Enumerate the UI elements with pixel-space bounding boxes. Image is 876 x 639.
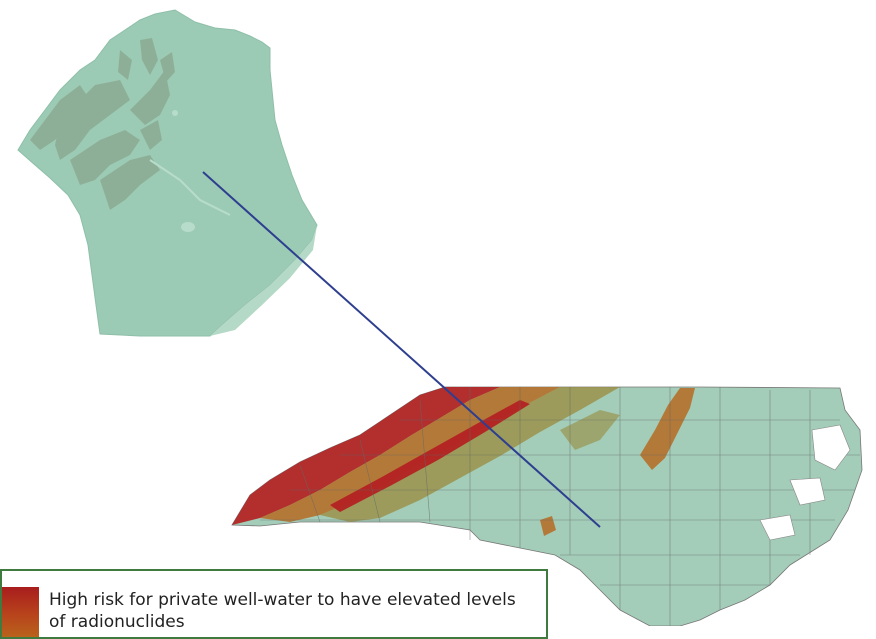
risk-zones xyxy=(232,387,695,536)
risk-zone-red-stripe xyxy=(330,400,530,512)
inset-river xyxy=(149,159,231,216)
inset-lake xyxy=(181,222,195,232)
county-boundaries xyxy=(260,387,860,626)
risk-zone-brown-small xyxy=(540,516,556,536)
risk-zone-brown-central xyxy=(640,388,695,470)
county-inset xyxy=(17,9,318,337)
risk-zone-red-west xyxy=(232,387,500,525)
legend-box: High risk for private well-water to have… xyxy=(0,569,548,639)
inset-connector-line xyxy=(202,171,601,528)
inset-lake-small xyxy=(172,110,178,116)
legend-text: High risk for private well-water to have… xyxy=(49,590,516,632)
inset-geology-zones xyxy=(30,38,175,210)
legend-swatch xyxy=(2,587,39,637)
map-canvas xyxy=(17,9,863,626)
coastal-sounds xyxy=(759,424,851,541)
north-carolina-state xyxy=(231,386,863,626)
